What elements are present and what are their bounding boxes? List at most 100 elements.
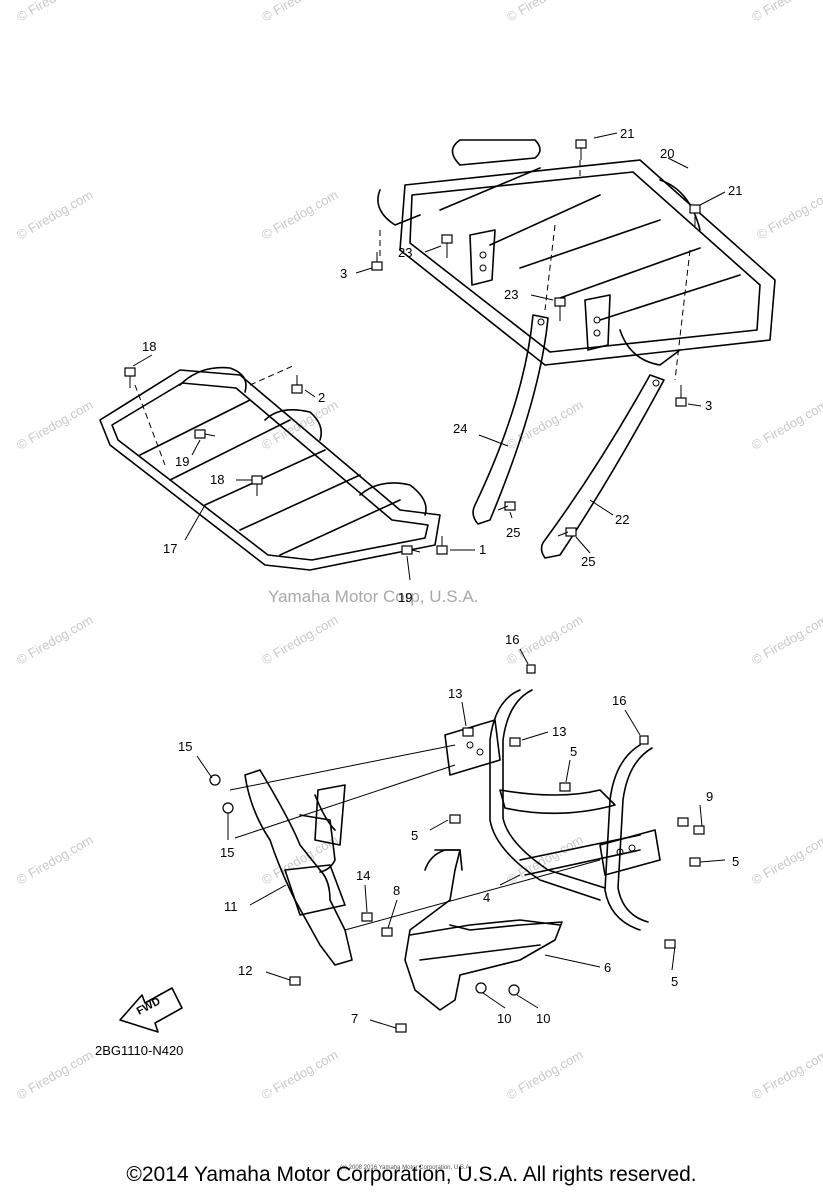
callout-4: 4 [483,890,490,905]
small-print: (c) 2008 2016 Yamaha Motor Corporation, … [340,1165,472,1171]
center-watermark: Yamaha Motor Corp, U.S.A. [268,587,478,606]
bolt-7 [395,1023,407,1033]
callout-9: 8 [393,883,400,898]
callout-25: 25 [506,525,520,540]
bolt-5a [559,782,571,792]
watermark: © Firedog.com [14,832,96,888]
callout-13: 13 [448,686,462,701]
front-carrier [99,364,441,571]
callout-21: 21 [728,183,742,198]
watermark: © Firedog.com [14,612,96,668]
callout-14: 14 [356,868,370,883]
watermark: © Firedog.com [504,832,586,888]
callout-1: 1 [479,542,486,557]
nut-16b [639,735,649,745]
bolt-21b [689,204,701,214]
callout-18: 18 [210,472,224,487]
watermark: © Firedog.com [259,612,341,668]
bolt-8b [693,825,705,835]
bolt-25b [565,527,577,537]
bolt-14 [361,912,373,922]
callout-23: 23 [398,245,412,260]
callout-18: 18 [142,339,156,354]
bolt-23a [441,234,453,244]
diagram-code: 2BG1110-N420 [95,1043,183,1058]
callout-6: 6 [604,960,611,975]
watermark: © Firedog.com [749,1047,823,1103]
callout-8: 9 [706,789,713,804]
watermark: © Firedog.com [749,0,823,25]
callout-11: 11 [224,899,238,914]
watermark: © Firedog.com [749,612,823,668]
callout-leaders [132,132,726,1029]
callout-15: 15 [220,845,234,860]
nut-10b [508,984,520,996]
bolt-13b [509,737,521,747]
bolt-21a [575,139,587,149]
callout-22: 22 [615,512,629,527]
bolt-18b [251,475,263,485]
callout-10: 10 [497,1011,511,1026]
callout-17: 17 [163,541,177,556]
callout-5: 5 [732,854,739,869]
watermark: © Firedog.com [259,187,341,243]
bolt-5c [689,857,701,867]
right-guard-panel [404,849,563,1011]
bolt-9 [381,927,393,937]
callout-21: 21 [620,126,634,141]
bolt-5d [664,939,676,949]
rear-carrier [377,139,776,381]
copyright-notice: ©2014 Yamaha Motor Corporation, U.S.A. A… [126,1163,697,1186]
callout-20: 20 [660,146,674,161]
callout-5: 5 [411,828,418,843]
bolt-8a [677,817,689,827]
callout-23: 23 [504,287,518,302]
callout-16: 16 [612,693,626,708]
rear-stays [472,314,665,559]
bolt-23b [554,297,566,307]
callout-15: 15 [178,739,192,754]
nut-10a [475,982,487,994]
watermark: © Firedog.com [754,187,823,243]
bolt-2 [291,384,303,394]
bolt-5b [449,814,461,824]
watermark: © Firedog.com [504,1047,586,1103]
watermark: © Firedog.com [14,0,96,25]
bolt-1 [436,545,448,555]
watermark: © Firedog.com [259,1047,341,1103]
bolt-12 [289,976,301,986]
watermark: © Firedog.com [504,397,586,453]
callout-19: 19 [175,454,189,469]
watermark: © Firedog.com [749,832,823,888]
left-guard-panel [244,769,353,966]
bolt-25a [504,501,516,511]
callout-10: 10 [536,1011,550,1026]
watermark: © Firedog.com [14,187,96,243]
watermark: © Firedog.com [259,0,341,25]
callout-12: 12 [238,963,252,978]
bolt-19b [401,545,413,555]
watermark: © Firedog.com [14,397,96,453]
watermark: © Firedog.com [14,1047,96,1103]
callout-24: 24 [453,421,467,436]
front-guard [229,689,661,931]
callout-5: 5 [570,744,577,759]
callout-2: 2 [318,390,325,405]
fasteners [124,139,705,1033]
callout-19: 19 [398,590,412,605]
callout-25: 25 [581,554,595,569]
callout-3: 3 [340,266,347,281]
callout-16: 16 [505,632,519,647]
grommet-15a [209,774,221,786]
bolt-13a [462,727,474,737]
bolt-3a [371,261,383,271]
bolt-3b [675,397,687,407]
callout-13: 13 [552,724,566,739]
nut-16a [526,664,536,674]
watermark: © Firedog.com [504,0,586,25]
bolt-19a [194,429,206,439]
callout-3: 3 [705,398,712,413]
callouts: 21 20 21 23 3 23 3 18 2 24 19 18 22 25 1… [142,126,742,1026]
callout-5: 5 [671,974,678,989]
